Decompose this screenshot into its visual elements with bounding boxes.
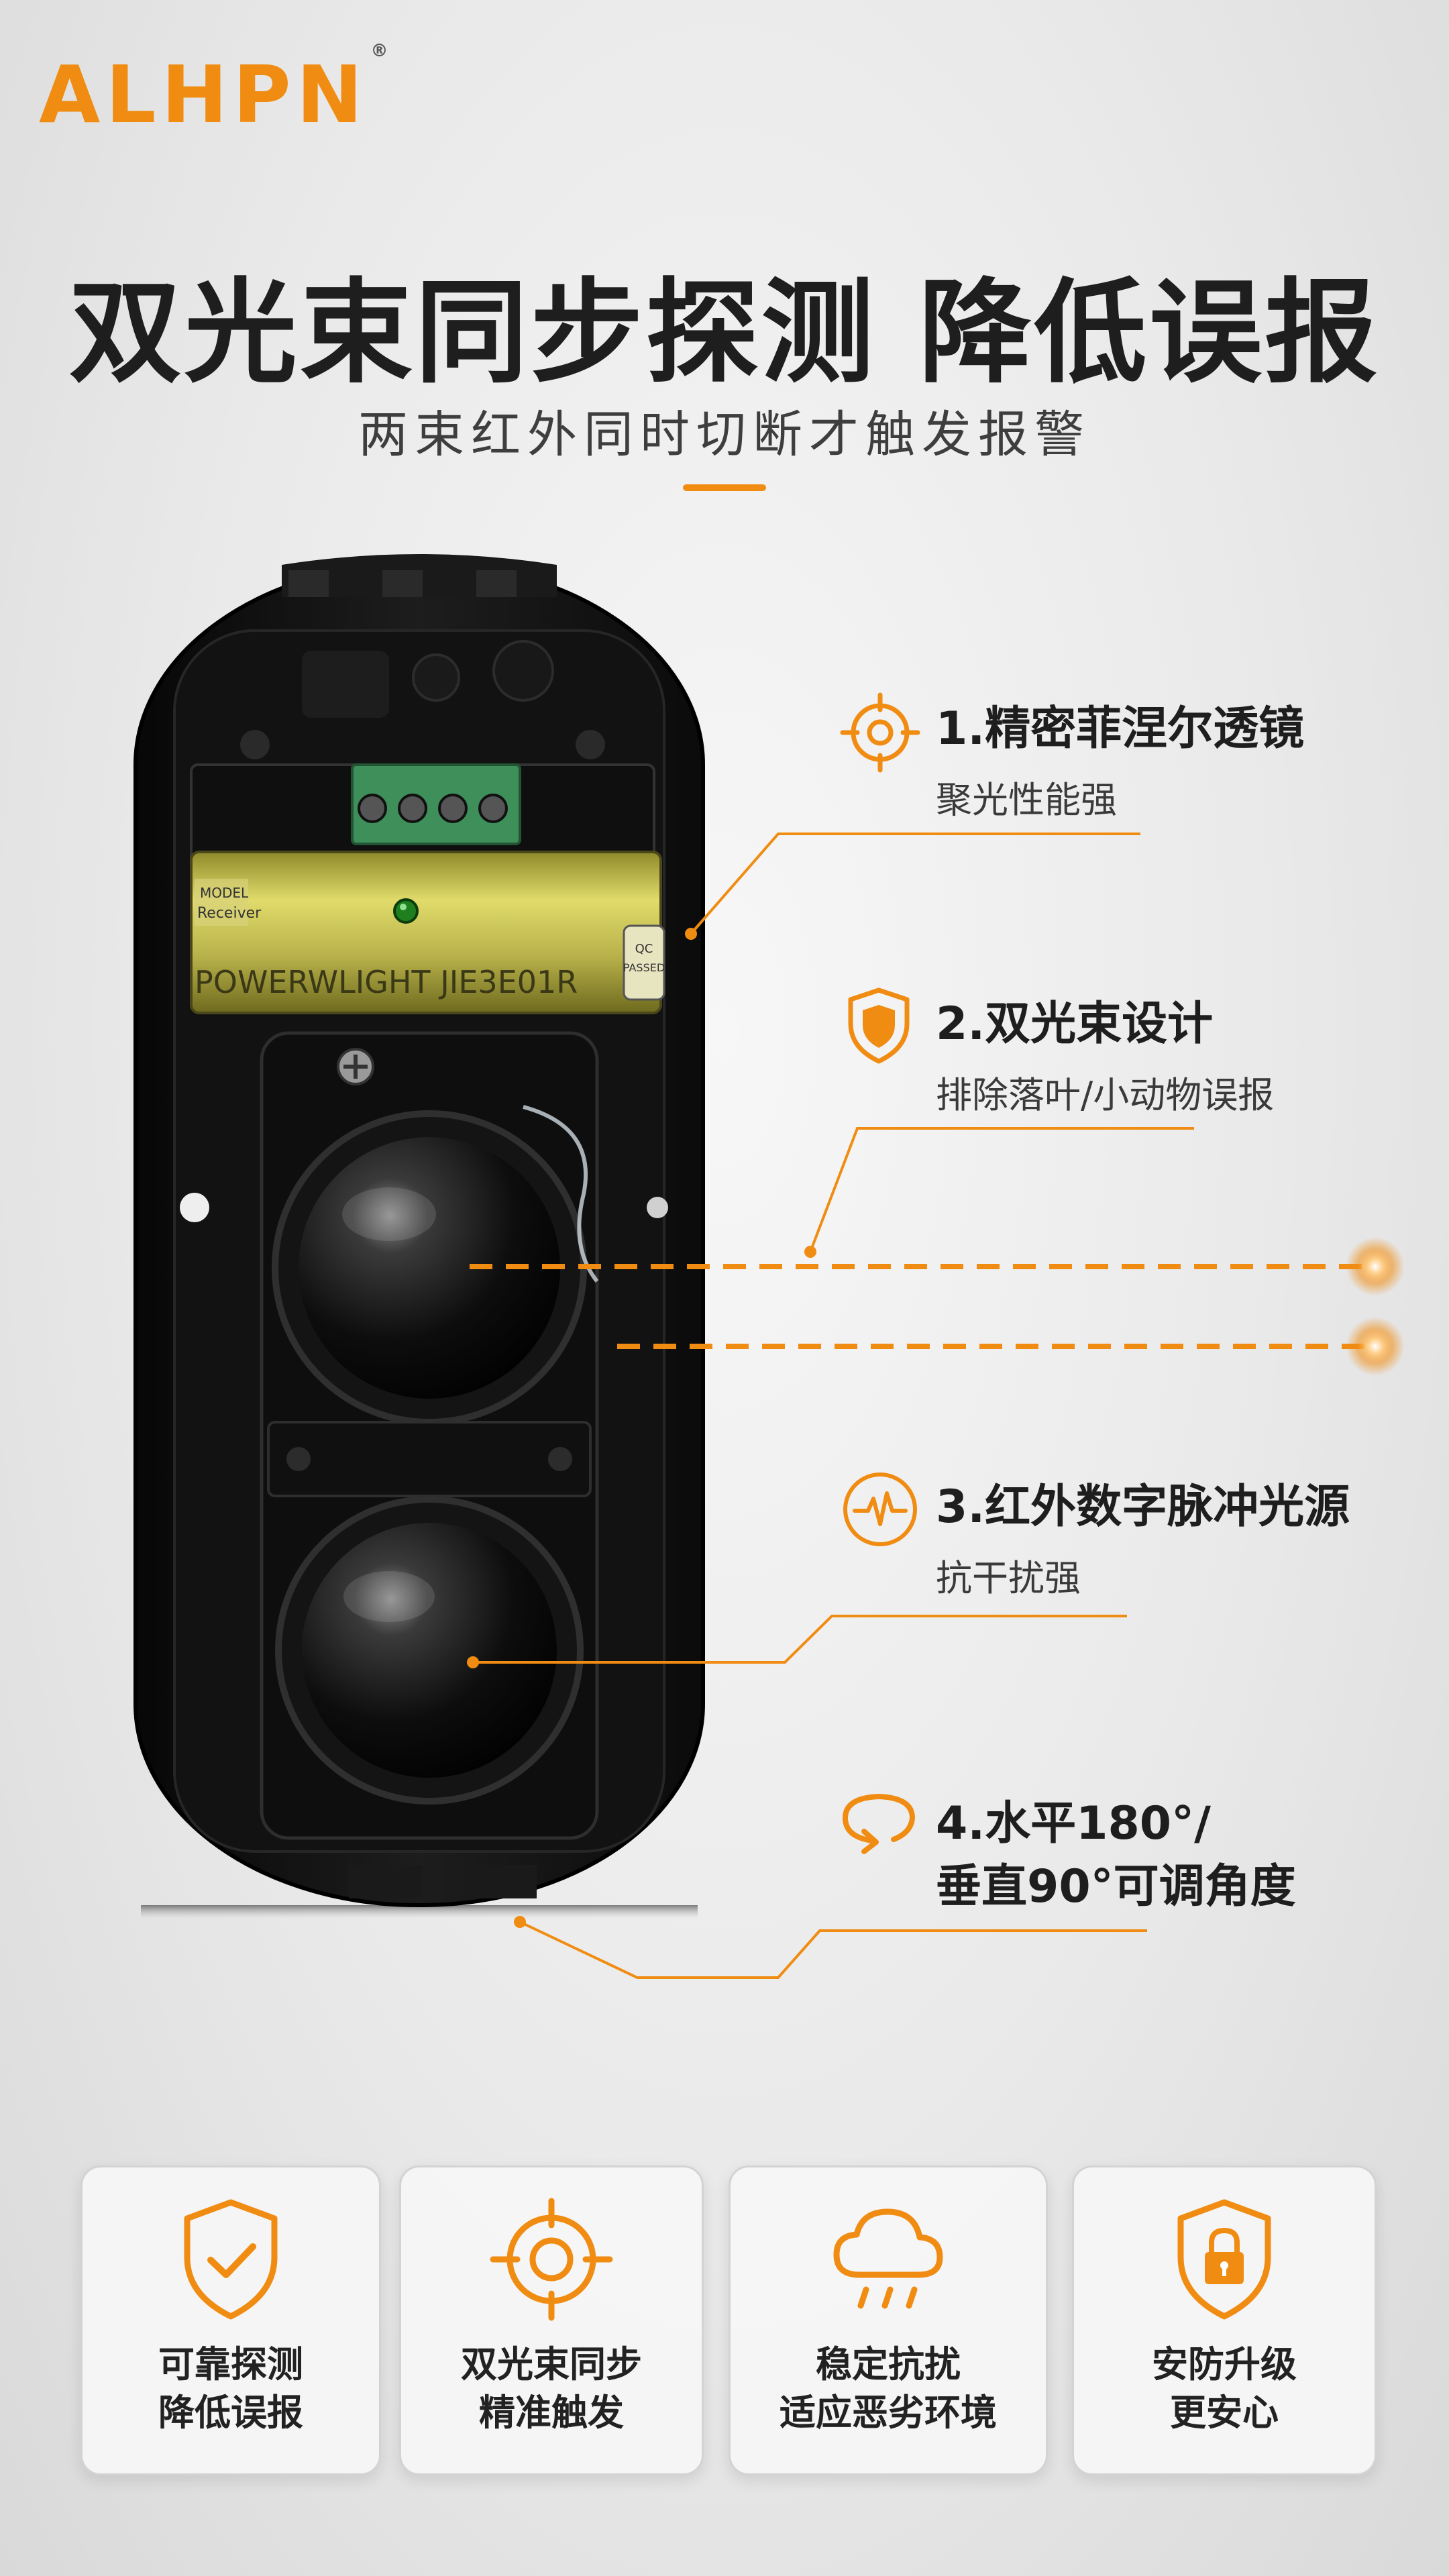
benefit-card-1-line1: 可靠探测 [158,2343,303,2385]
benefit-card-4: 安防升级 更安心 [1072,2165,1377,2475]
accent-divider [683,484,766,491]
feature-2: 2.双光束设计 排除落叶/小动物误报 [936,993,1274,1118]
registered-mark: ® [370,40,394,61]
qc-label-1: QC [635,942,653,956]
feature-3-subtitle: 抗干扰强 [936,1557,1081,1599]
callout-line-4 [519,1921,1147,1979]
benefit-card-1: 可靠探测 降低误报 [80,2165,381,2475]
page-headline: 双光束同步探测 降低误报 [68,267,1381,398]
page-subheadline: 两束红外同时切断才触发报警 [358,406,1091,464]
feature-1: 1.精密菲涅尔透镜 聚光性能强 [936,698,1304,823]
svg-text:MODEL: MODEL [200,885,249,901]
benefit-card-2-line2: 精准触发 [479,2392,624,2434]
qc-label-2: PASSED [623,961,665,974]
shield-check-icon [184,2199,278,2320]
feature-2-subtitle: 排除落叶/小动物误报 [936,1074,1275,1116]
benefit-card-4-line1: 安防升级 [1152,2343,1297,2385]
benefit-card-2: 双光束同步 精准触发 [399,2165,704,2475]
benefit-card-3-line2: 适应恶劣环境 [780,2392,997,2434]
device-brand-print: POWERWLIGHT JIE3E01R [195,964,578,1000]
feature-2-title: 2.双光束设计 [936,998,1214,1051]
feature-4-title-line1: 4.水平180°/ [936,1797,1211,1850]
feature-4-title-line2: 垂直90°可调角度 [936,1860,1296,1913]
brand-name: ALHPN [39,48,368,141]
feature-4: 4.水平180°/ 垂直90°可调角度 [936,1792,1296,1919]
rotate-icon [842,1793,915,1854]
crosshair-icon [840,692,920,773]
shield-icon [848,987,910,1064]
callout-line-2 [809,1127,1194,1252]
benefit-cards: 可靠探测 降低误报 双光束同步 精准触发 稳定抗扰 适应恶劣环境 [80,2165,1377,2475]
benefit-card-2-line1: 双光束同步 [461,2343,642,2385]
benefit-card-1-line2: 降低误报 [158,2392,303,2434]
benefit-card-3: 稳定抗扰 适应恶劣环境 [729,2165,1048,2475]
feature-1-subtitle: 聚光性能强 [936,779,1117,821]
feature-3: 3.红外数字脉冲光源 抗干扰强 [936,1476,1350,1601]
benefit-card-3-line1: 稳定抗扰 [816,2343,961,2385]
shield-lock-icon [1177,2199,1271,2320]
target-icon [490,2198,613,2321]
receiver-label: Receiver [197,905,262,922]
beam-glow-lower [1346,1317,1405,1376]
feature-3-title: 3.红外数字脉冲光源 [936,1481,1350,1534]
brand-logo: ALHPN® [39,41,394,141]
feature-1-title: 1.精密菲涅尔透镜 [936,702,1305,755]
beam-glow-upper [1346,1237,1405,1296]
callout-line-1 [690,833,1140,935]
cloud-rain-icon [833,2208,943,2309]
pulse-icon [843,1472,917,1546]
beam-detector-image: MODEL Receiver POWERWLIGHT JIE3E01R QC P… [133,554,705,1919]
benefit-card-4-line2: 更安心 [1170,2392,1279,2434]
